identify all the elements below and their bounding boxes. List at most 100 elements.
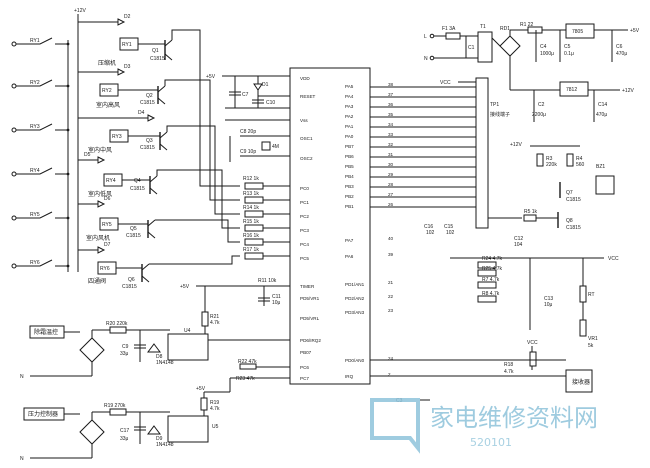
r13-label: R13 1k bbox=[243, 191, 259, 197]
q7-part: C1815 bbox=[566, 197, 581, 203]
crystal-label: 4M bbox=[272, 144, 279, 150]
watermark: 家电维修资料网 520101 bbox=[370, 398, 598, 454]
transistor-label: Q6 bbox=[128, 277, 135, 283]
mcu-pin-pa3: PA3 bbox=[345, 104, 354, 109]
mcu-pin-number: 40 bbox=[388, 236, 394, 241]
c7-label: C7 bbox=[242, 92, 249, 98]
transistor-part: C1815 bbox=[140, 100, 155, 106]
c8-label: C8 20p bbox=[240, 129, 256, 135]
r21-label: R21 bbox=[210, 314, 219, 320]
c11-value: 10μ bbox=[272, 300, 281, 306]
relay-row-3: RY3 D4 RY3 室内中风 Q3 C1815 bbox=[11, 110, 168, 154]
mcu-pin-pa5: PA5 bbox=[345, 84, 354, 89]
mcu-pin-vss: Vss bbox=[300, 118, 308, 123]
relay-coil-label: RY2 bbox=[102, 88, 112, 94]
mcu-pin-pc7: PC7 bbox=[300, 376, 309, 381]
relay-row-2: RY2 D3 RY2 室内高风 Q2 C1815 bbox=[11, 64, 166, 109]
c2-value: 2200μ bbox=[532, 112, 546, 118]
diode-label: D4 bbox=[138, 110, 145, 116]
relay-connector-label: RY2 bbox=[30, 80, 40, 86]
buzzer-section: +12V R3 220k R4 560 BZ1 Q7 C1815 R5 1k Q… bbox=[488, 142, 615, 231]
mcu-pin-pb5: PB5 bbox=[345, 164, 354, 169]
r5-label: R5 1k bbox=[524, 209, 538, 215]
r25-label: R25 4.7k bbox=[482, 266, 503, 272]
mcu-pin-number: 35 bbox=[388, 112, 394, 117]
mcu-pin-pa2: PA2 bbox=[345, 114, 354, 119]
r3-value: 220k bbox=[546, 162, 557, 168]
mcu-pin-pa4: PA4 bbox=[345, 94, 354, 99]
r19-value: 4.7k bbox=[210, 406, 220, 412]
r22-label: R22 47k bbox=[238, 359, 257, 365]
transistor-label: Q1 bbox=[152, 48, 159, 54]
diode-label: D6 bbox=[104, 196, 111, 202]
c5-value: 0.1μ bbox=[564, 51, 574, 57]
mcu-pin-number: 33 bbox=[388, 132, 394, 137]
transistor-part: C1815 bbox=[130, 186, 145, 192]
mcu-left-pins: VDDRESETVssOSC1OSC2PC0PC1PC2PC3PC4PC5TIM… bbox=[300, 76, 321, 381]
relay-load-label: 室内风机 bbox=[86, 234, 110, 242]
r3-label: R3 bbox=[546, 156, 553, 162]
c16-label: C16 bbox=[424, 224, 433, 230]
mcu-pin-pb1: PB1 bbox=[345, 204, 354, 209]
mcu-chip: VDDRESETVssOSC1OSC2PC0PC1PC2PC3PC4PC5TIM… bbox=[289, 67, 476, 385]
transistor-part: C1815 bbox=[150, 56, 165, 62]
mcu-pin-number: 30 bbox=[388, 162, 394, 167]
relay-connector-label: RY6 bbox=[30, 260, 40, 266]
c14-label: C14 bbox=[598, 102, 607, 108]
transistor-label: Q5 bbox=[130, 226, 137, 232]
f1-label: F1 3A bbox=[442, 26, 456, 32]
vr1-value: 5k bbox=[588, 343, 594, 349]
filter-caps: C16 102 C15 102 C12 104 bbox=[424, 224, 523, 248]
pressure-label: 压力控制器 bbox=[28, 410, 58, 418]
mcu-pin-pd0-an0: PD0/AN0 bbox=[345, 358, 365, 363]
relay-coil-label: RY4 bbox=[106, 178, 116, 184]
c17-label: C17 bbox=[120, 428, 129, 434]
mcu-pin-reset: RESET bbox=[300, 94, 316, 99]
relay-load-label: 室内低风 bbox=[88, 190, 112, 198]
mcu-pin-number: 2 bbox=[388, 372, 391, 377]
mcu-pin-pc0: PC0 bbox=[300, 186, 309, 191]
mcu-pin-pd5-vr1: PD5/VR1 bbox=[300, 296, 320, 301]
r19b-label: R19 270k bbox=[104, 403, 126, 409]
mcu-pin-number: 38 bbox=[388, 82, 394, 87]
n-label-1: N bbox=[20, 374, 24, 380]
r14-label: R14 1k bbox=[243, 205, 259, 211]
terminal-block: VCC TP1 接线端子 bbox=[440, 77, 510, 229]
defrost-input: 除霜温控 R20 220k C9 33μ D8 1N4148 U4 N bbox=[20, 321, 220, 380]
mcu-pin-number: 28 bbox=[388, 182, 394, 187]
u5-label: U5 bbox=[212, 424, 219, 430]
mcu-pin-timer: TIMER bbox=[300, 284, 315, 289]
r20-label: R20 220k bbox=[106, 321, 128, 327]
c6-value: 470μ bbox=[616, 51, 627, 57]
r19-label: R19 bbox=[210, 400, 219, 406]
relay-connector-label: RY5 bbox=[30, 212, 40, 218]
r24-label: R24 4.7k bbox=[482, 256, 503, 262]
mcu-pin-number: 34 bbox=[388, 122, 394, 127]
rd1-label: RD1 bbox=[500, 26, 510, 32]
c12-value: 104 bbox=[514, 242, 523, 248]
r4-value: 560 bbox=[576, 162, 585, 168]
mcu-pin-pd5-vrl: PD5/VRL bbox=[300, 316, 320, 321]
r23-label: R23 47k bbox=[236, 376, 255, 382]
q8-part: C1815 bbox=[566, 225, 581, 231]
mcu-pin-osc1: OSC1 bbox=[300, 136, 313, 141]
diode-label: D5 bbox=[84, 152, 91, 158]
r8-label: R8 4.7k bbox=[482, 291, 500, 297]
transistor-label: Q3 bbox=[146, 138, 153, 144]
mcu-pin-pa0: PA0 bbox=[345, 134, 354, 139]
transistor-label: Q2 bbox=[146, 93, 153, 99]
mcu-pin-number: 26 bbox=[388, 202, 394, 207]
d1-label: D1 bbox=[262, 82, 269, 88]
reg2-label: 7812 bbox=[566, 87, 577, 93]
relay-connector-label: RY4 bbox=[30, 168, 40, 174]
r7-label: R7 4.7k bbox=[482, 277, 500, 283]
mcu-pin-irq: IRQ bbox=[345, 374, 354, 379]
reg1-label: 7805 bbox=[572, 29, 583, 35]
r15-label: R15 1k bbox=[243, 219, 259, 225]
n-label-2: N bbox=[20, 456, 24, 462]
mcu-pin-pc5: PC5 bbox=[300, 256, 309, 261]
relay-connector-label: RY1 bbox=[30, 38, 40, 44]
mcu-pin-number: 29 bbox=[388, 172, 394, 177]
mcu-pin-pd6-irq2: PD6/IRQ2 bbox=[300, 338, 321, 343]
